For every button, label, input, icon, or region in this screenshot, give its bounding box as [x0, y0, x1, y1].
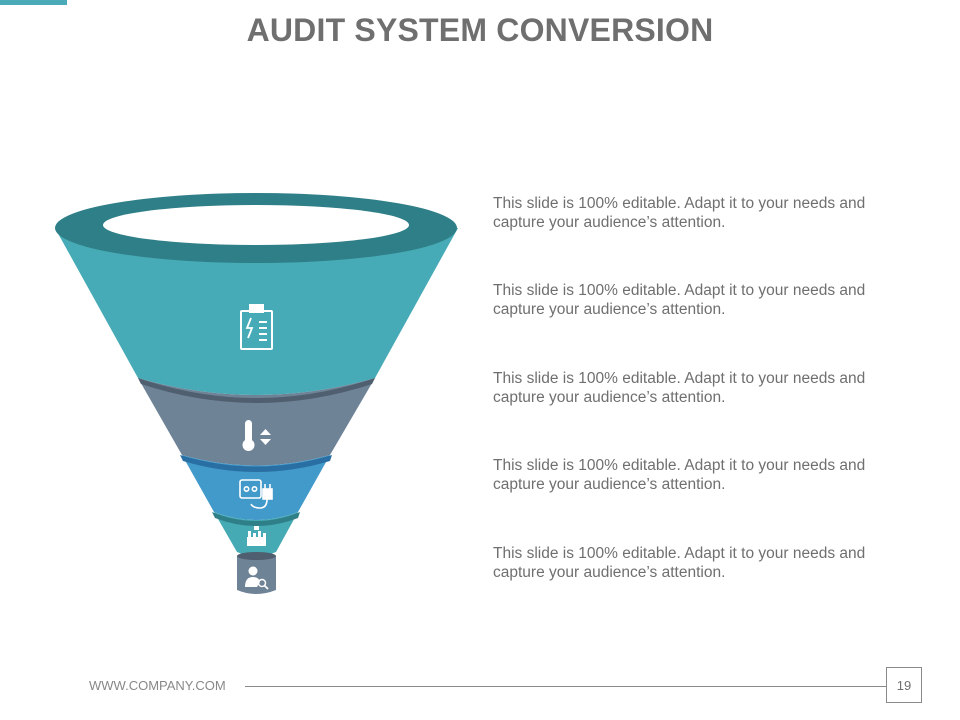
stage-2-description: This slide is 100% editable. Adapt it to…: [493, 282, 866, 318]
page-title: AUDIT SYSTEM CONVERSION: [246, 12, 714, 48]
stage-5-description: This slide is 100% editable. Adapt it to…: [493, 545, 866, 581]
funnel-stage-3: [180, 455, 332, 520]
thermometer-icon: [242, 420, 271, 451]
footer-url: WWW.COMPANY.COM: [89, 678, 226, 693]
funnel-stage-5: [237, 552, 276, 594]
funnel-stage-4: [212, 512, 300, 556]
funnel-stage-2: [138, 378, 375, 466]
stage-4-description: This slide is 100% editable. Adapt it to…: [493, 457, 866, 493]
footer-divider: [245, 686, 886, 687]
power-socket-icon: [239, 479, 273, 509]
page-number-label: 19: [896, 677, 912, 693]
funnel-stage-1: [55, 193, 458, 395]
user-search-icon: [245, 566, 269, 590]
stage-1-description: This slide is 100% editable. Adapt it to…: [493, 195, 866, 231]
page-number: 19: [886, 667, 922, 703]
accent-bar: [0, 0, 67, 5]
stage-3-description: This slide is 100% editable. Adapt it to…: [493, 370, 866, 406]
clipboard-icon: [240, 304, 273, 350]
factory-icon: [247, 526, 266, 546]
